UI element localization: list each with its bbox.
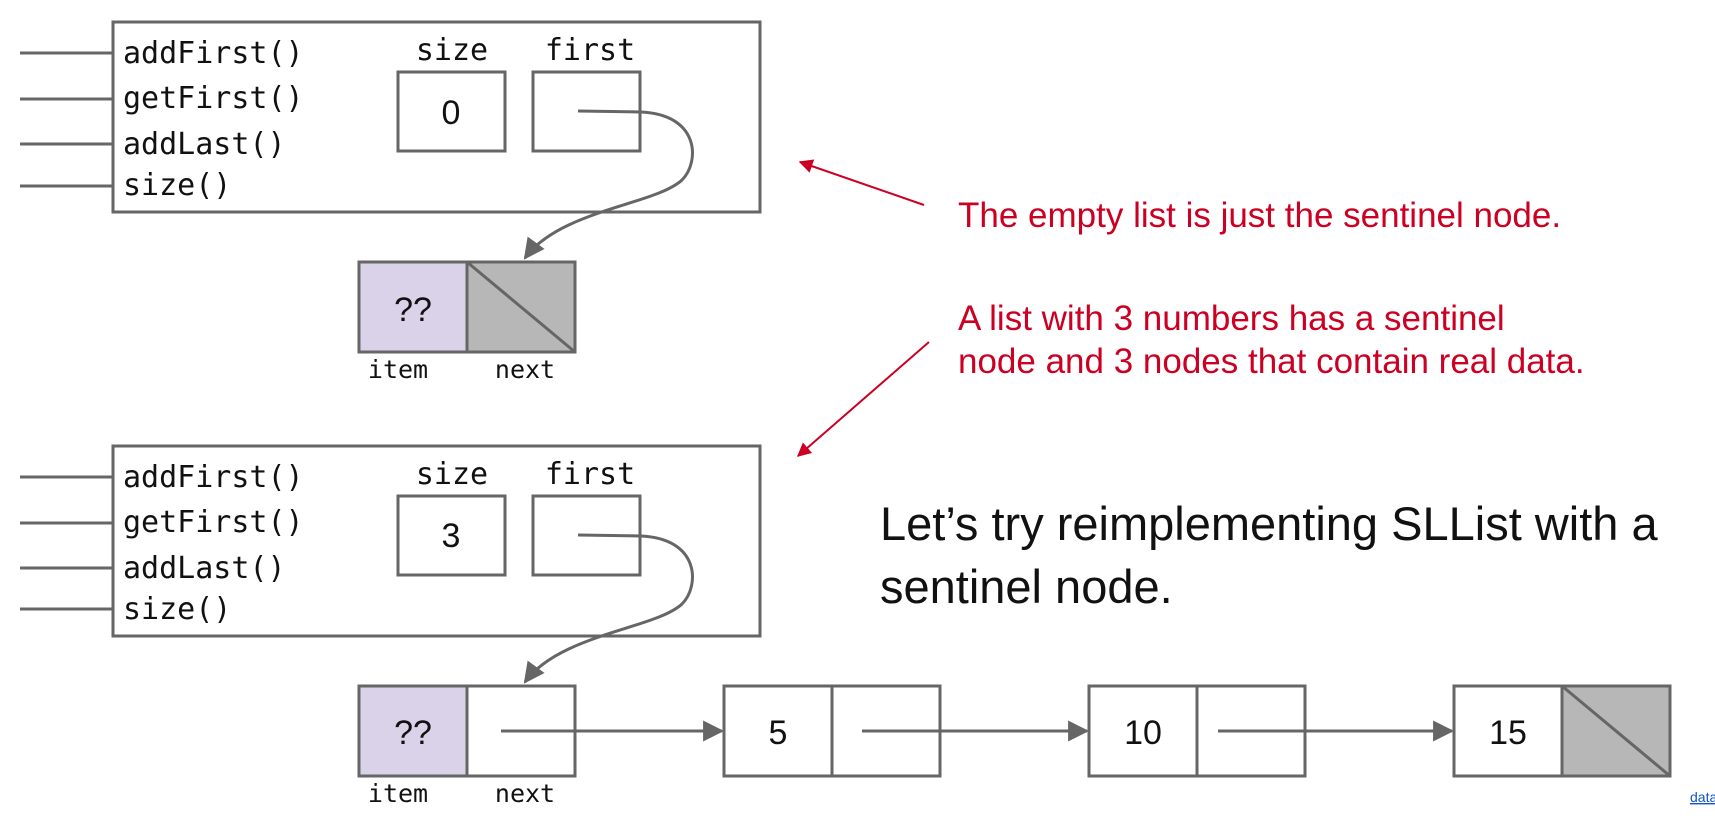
corner-data-link[interactable]: data	[1690, 789, 1715, 805]
sllist-object-box	[111, 20, 762, 214]
method-size: size()	[123, 592, 231, 627]
sentinel-item-value: ??	[394, 291, 432, 329]
node-item-box	[1087, 684, 1199, 778]
first-field-label: first	[545, 33, 635, 68]
size-field-box	[396, 494, 507, 577]
first-pointer-arrow	[523, 109, 694, 260]
sentinel-item-box	[357, 684, 469, 778]
null-slash	[1561, 684, 1671, 778]
three-numbers-note-line1: A list with 3 numbers has a sentinel	[958, 299, 1505, 338]
method-addlast: addLast()	[123, 127, 286, 162]
method-getfirst: getFirst()	[123, 81, 304, 116]
sentinel-item-value: ??	[394, 714, 432, 752]
size-value: 0	[442, 94, 461, 132]
sentinel-item-box	[357, 260, 469, 354]
sllist-object-box	[111, 444, 762, 638]
method-addfirst: addFirst()	[123, 36, 304, 71]
first-pointer-arrow	[523, 533, 694, 684]
annotation-arrow-empty-list	[798, 159, 925, 206]
null-slash	[466, 260, 576, 354]
node-item-value: 15	[1489, 714, 1527, 752]
method-addfirst: addFirst()	[123, 460, 304, 495]
node-item-box	[722, 684, 834, 778]
size-field-label: size	[416, 457, 488, 492]
method-getfirst: getFirst()	[123, 505, 304, 540]
next-field-label: next	[495, 779, 555, 808]
item-field-label: item	[368, 355, 428, 384]
node-item-value: 5	[769, 714, 788, 752]
method-size: size()	[123, 168, 231, 203]
size-field-box	[396, 70, 507, 153]
size-value: 3	[442, 517, 461, 555]
three-numbers-note-line2: node and 3 nodes that contain real data.	[958, 342, 1585, 381]
node-item-box	[1452, 684, 1564, 778]
three-number-list-diagram: addFirst() getFirst() addLast() size() s…	[20, 444, 1672, 808]
next-field-label: next	[495, 355, 555, 384]
first-field-label: first	[545, 457, 635, 492]
annotation-arrow-three-numbers	[796, 341, 930, 457]
empty-list-diagram: addFirst() getFirst() addLast() size() s…	[20, 20, 762, 384]
heading-line2: sentinel node.	[880, 560, 1173, 613]
item-field-label: item	[368, 779, 428, 808]
empty-list-note: The empty list is just the sentinel node…	[958, 196, 1561, 235]
node-item-value: 10	[1124, 714, 1162, 752]
size-field-label: size	[416, 33, 488, 68]
heading-line1: Let’s try reimplementing SLList with a	[880, 497, 1658, 550]
method-addlast: addLast()	[123, 551, 286, 586]
